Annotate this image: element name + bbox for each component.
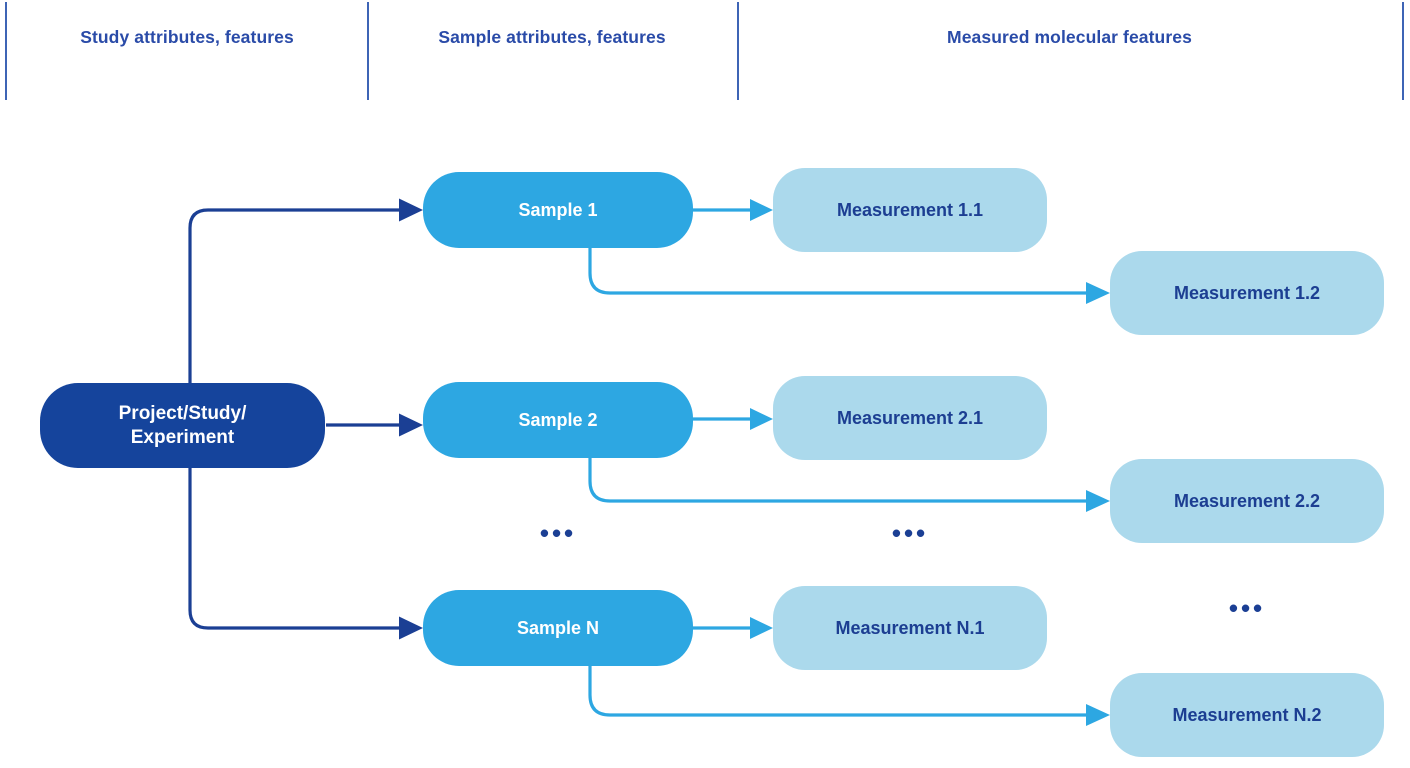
measurement-node-N-1: Measurement N.1	[773, 586, 1047, 670]
column-header-sample: Sample attributes, features	[438, 27, 666, 47]
connector-sample1-m12	[588, 248, 1086, 295]
measurement-node-2-1: Measurement 2.1	[773, 376, 1047, 460]
ellipsis-samples: •••	[539, 518, 577, 548]
measurement-node-1-2: Measurement 1.2	[1110, 251, 1384, 335]
column-divider	[5, 2, 7, 100]
arrowhead-sample2-m21	[750, 408, 773, 430]
connector-root-sample1	[188, 208, 399, 383]
connector-root-sampleN	[188, 468, 399, 630]
measurement-node-2-2: Measurement 2.2	[1110, 459, 1384, 543]
arrowhead-sample1-m11	[750, 199, 773, 221]
project-node: Project/Study/ Experiment	[40, 383, 325, 468]
sample-node-N: Sample N	[423, 590, 693, 666]
arrowhead-sample1-m12	[1086, 282, 1110, 304]
project-label-line1: Project/Study/	[118, 402, 247, 424]
connector-sample2-m22	[588, 458, 1086, 503]
measurement-node-N-2: Measurement N.2	[1110, 673, 1384, 757]
arrowhead-root-sample1	[399, 198, 423, 222]
column-divider	[737, 2, 739, 100]
connector-sampleN-mN2	[588, 666, 1086, 717]
arrowhead-sampleN-mN2	[1086, 704, 1110, 726]
column-header-study: Study attributes, features	[80, 27, 294, 47]
arrowhead-sample2-m22	[1086, 490, 1110, 512]
column-divider	[367, 2, 369, 100]
sample-node-1: Sample 1	[423, 172, 693, 248]
arrowhead-sampleN-mN1	[750, 617, 773, 639]
arrowhead-root-sampleN	[399, 616, 423, 640]
project-label-line2: Experiment	[130, 426, 235, 448]
column-header-measured: Measured molecular features	[947, 27, 1192, 47]
measurement-node-1-1: Measurement 1.1	[773, 168, 1047, 252]
ellipsis-measurements-primary: •••	[891, 518, 929, 548]
ellipsis-measurements-secondary: •••	[1228, 593, 1266, 623]
sample-node-2: Sample 2	[423, 382, 693, 458]
column-divider	[1402, 2, 1404, 100]
arrowhead-root-sample2	[399, 413, 423, 437]
